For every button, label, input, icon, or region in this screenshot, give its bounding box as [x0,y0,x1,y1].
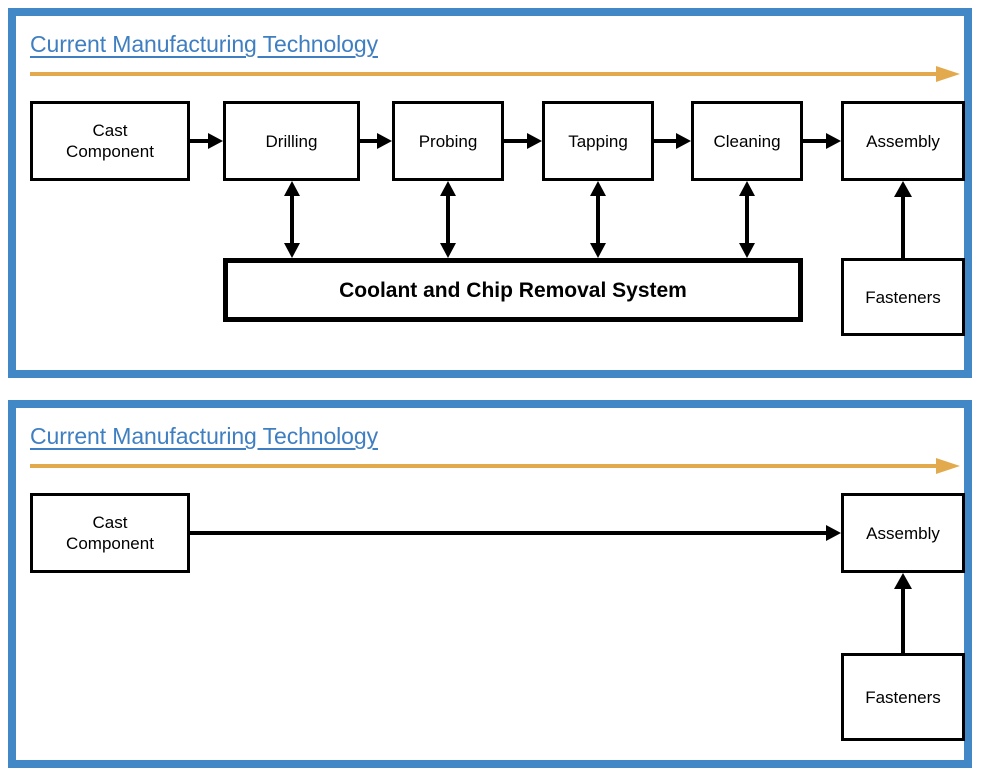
box-tapping[interactable]: Tapping [542,101,654,181]
box-assembly[interactable]: Assembly [841,101,965,181]
page-title: Current Manufacturing Technology [30,423,378,449]
box-probing[interactable]: Probing [392,101,504,181]
box-fasteners-label: Fasteners [865,687,941,707]
box-fasteners[interactable]: Fasteners [841,653,965,741]
box-drilling[interactable]: Drilling [223,101,360,181]
box-assembly[interactable]: Assembly [841,493,965,573]
box-fasteners[interactable]: Fasteners [841,258,965,336]
arrow-probing-to-tapping [504,131,542,151]
box-cast-component-line2: Component [66,534,154,553]
box-coolant-and-chip-removal-system[interactable]: Coolant and Chip Removal System [223,258,803,322]
panel-current-manufacturing-technology-simplified: Current Manufacturing Technology Cast Co… [8,400,972,768]
arrow-tapping-to-cleaning [654,131,691,151]
arrow-cast-to-drilling [190,131,223,151]
box-fasteners-label: Fasteners [865,287,941,307]
page-title: Current Manufacturing Technology [30,31,378,57]
box-assembly-label: Assembly [866,131,940,151]
arrow-cleaning-to-assembly [803,131,841,151]
box-cast-component[interactable]: Cast Component [30,101,190,181]
arrow-bidirectional-cleaning-coolant [737,181,757,258]
accent-rule-arrow [30,456,960,476]
accent-rule-arrow [30,64,960,84]
box-tapping-label: Tapping [568,131,628,151]
arrow-cast-to-assembly [190,523,841,543]
arrow-bidirectional-tapping-coolant [588,181,608,258]
box-cast-component[interactable]: Cast Component [30,493,190,573]
box-cast-component-line1: Cast [92,513,128,532]
box-cast-component-line2: Component [66,142,154,161]
box-cast-component-line1: Cast [92,121,128,140]
arrow-bidirectional-drilling-coolant [282,181,302,258]
arrow-drilling-to-probing [360,131,392,151]
panel-current-manufacturing-technology-detailed: Current Manufacturing Technology Cast Co… [8,8,972,378]
box-cleaning[interactable]: Cleaning [691,101,803,181]
box-assembly-label: Assembly [866,523,940,543]
box-coolant-label: Coolant and Chip Removal System [339,278,687,302]
box-probing-label: Probing [418,131,478,151]
arrow-fasteners-to-assembly [893,181,913,258]
box-cleaning-label: Cleaning [713,131,781,151]
arrow-bidirectional-probing-coolant [438,181,458,258]
box-drilling-label: Drilling [265,131,318,151]
arrow-fasteners-to-assembly [893,573,913,653]
